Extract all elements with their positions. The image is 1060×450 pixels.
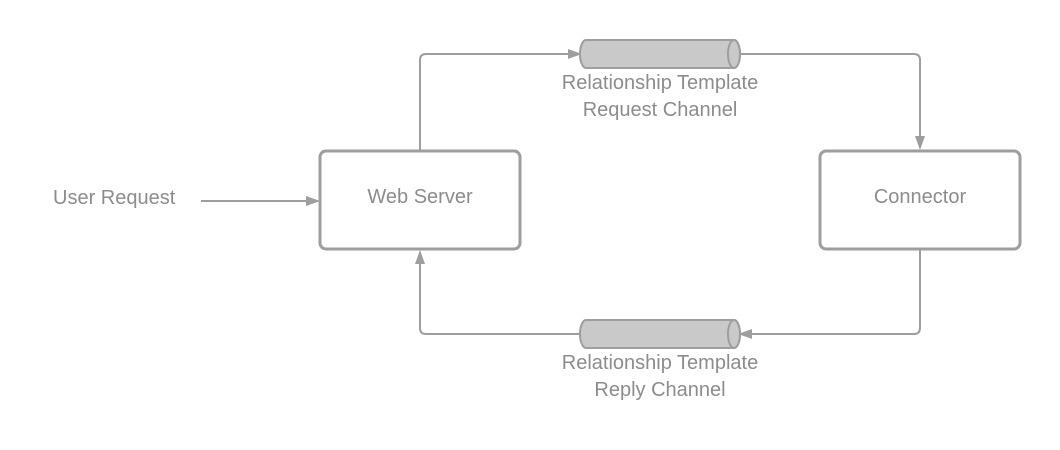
- request-channel-label-line2: Request Channel: [582, 99, 738, 121]
- connector-label: Connector: [873, 185, 967, 208]
- webserver-to-request-channel-edge: [419, 49, 582, 150]
- connector-node: [818, 149, 1022, 251]
- request-channel-cylinder-icon: [579, 39, 741, 69]
- reply-channel-cylinder-icon: [579, 319, 741, 349]
- reply-channel-label-line2: Reply Channel: [594, 379, 726, 401]
- user-request-label: User Request: [53, 187, 176, 209]
- request-channel-label-line1: Relationship Template: [561, 72, 759, 94]
- connector-to-reply-channel-edge: [738, 250, 921, 339]
- web-server-node: [318, 149, 522, 251]
- web-server-label: Web Server: [367, 185, 473, 208]
- reply-channel-label-line1: Relationship Template: [561, 352, 759, 374]
- reply-channel-to-webserver-edge: [415, 250, 580, 335]
- request-channel-to-connector-edge: [740, 53, 925, 150]
